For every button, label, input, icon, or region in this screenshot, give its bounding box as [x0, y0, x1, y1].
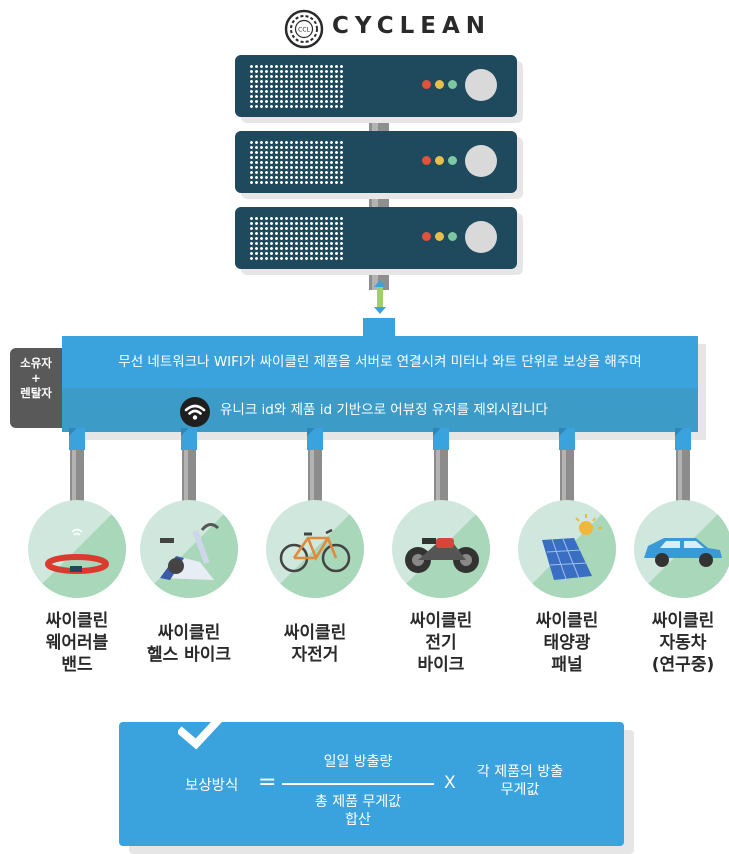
server-vent — [249, 216, 343, 260]
formula-label: 보상방식 — [185, 778, 239, 794]
product-label-wearable: 싸이클린 웨어러블 밴드 — [22, 610, 132, 676]
label-line: 자동차 — [659, 633, 707, 653]
branch-stem-highlight — [184, 440, 188, 506]
label-line: 전기 — [425, 633, 457, 653]
label-line: 헬스 바이크 — [146, 645, 232, 665]
product-label-car: 싸이클린 자동차 (연구중) — [628, 610, 729, 676]
label-line: 싸이클린 — [157, 623, 221, 643]
exercise-bike-icon — [140, 500, 238, 598]
formula-equals: = — [258, 770, 277, 795]
branch-stem-highlight — [436, 440, 440, 506]
data-flow-arrow-icon — [374, 280, 386, 314]
server-rack-1 — [235, 55, 517, 117]
product-label-exercise-bike: 싸이클린 헬스 바이크 — [134, 622, 244, 666]
owner-plus: + — [31, 371, 41, 385]
motorcycle-icon — [392, 500, 490, 598]
label-line: 싸이클린 — [409, 611, 473, 631]
label-line: 싸이클린 — [45, 611, 109, 631]
server-led-yellow — [435, 80, 444, 89]
server-led-red — [422, 232, 431, 241]
branch-pin-icon — [307, 428, 323, 450]
branch-stem-highlight — [72, 440, 76, 506]
server-pole-highlight — [372, 100, 378, 290]
branch-pin-icon — [433, 428, 449, 450]
branch-stem-highlight — [678, 440, 682, 506]
label-line: 자전거 — [291, 645, 339, 665]
banner-description: 무선 네트워크나 WIFI가 싸이클린 제품을 서버로 연결시켜 미터나 와트 … — [118, 354, 642, 370]
banner-connector — [363, 318, 395, 340]
wearable-band-icon — [28, 500, 126, 598]
owner-renter-box: 소유자 + 렌탈자 — [10, 348, 62, 428]
logo-header: CCL CYCLEAN — [0, 0, 729, 60]
car-icon — [634, 500, 729, 598]
label-line: 바이크 — [417, 655, 465, 675]
server-disk-icon — [465, 145, 497, 177]
server-rack-2 — [235, 131, 517, 193]
server-rack-3 — [235, 207, 517, 269]
server-led-green — [448, 156, 457, 165]
label-line: 웨어러블 — [45, 633, 109, 653]
formula-denominator: 총 제품 무게값 합산 — [280, 793, 436, 829]
label-line: 패널 — [551, 655, 583, 675]
solar-panel-icon — [518, 500, 616, 598]
formula-right-term: 각 제품의 방출 무게값 — [464, 763, 576, 799]
renter-label: 렌탈자 — [20, 386, 52, 400]
owner-label: 소유자 — [20, 356, 52, 370]
fraction-bar — [282, 783, 434, 785]
formula-times: X — [444, 773, 456, 793]
label-line: (연구중) — [651, 655, 715, 675]
server-led-red — [422, 156, 431, 165]
right-term-line: 각 제품의 방출 — [476, 764, 564, 780]
branch-pin-icon — [69, 428, 85, 450]
server-led-yellow — [435, 156, 444, 165]
branch-stem-highlight — [310, 440, 314, 506]
server-led-green — [448, 80, 457, 89]
gear-logo-icon: CCL — [284, 9, 324, 49]
banner-shadow-bottom — [70, 432, 706, 440]
server-disk-icon — [465, 69, 497, 101]
banner-shadow — [698, 344, 706, 440]
branch-stem-highlight — [562, 440, 566, 506]
product-label-solar-panel: 싸이클린 태양광 패널 — [512, 610, 622, 676]
server-led-red — [422, 80, 431, 89]
label-line: 밴드 — [61, 655, 93, 675]
branch-pin-icon — [559, 428, 575, 450]
banner-anti-abuse-text: 유니크 id와 제품 id 기반으로 어뷰징 유저를 제외시킵니다 — [220, 402, 548, 418]
denominator-line: 합산 — [345, 812, 371, 828]
logo-icon-text: CCL — [298, 27, 310, 34]
wifi-icon — [180, 397, 210, 427]
brand-name: CYCLEAN — [332, 13, 492, 39]
server-led-yellow — [435, 232, 444, 241]
label-line: 싸이클린 — [651, 611, 715, 631]
banner-bottom — [62, 388, 698, 432]
server-vent — [249, 64, 343, 108]
bicycle-icon — [266, 500, 364, 598]
formula-numerator: 일일 방출량 — [323, 754, 393, 770]
banner-top — [62, 336, 698, 388]
product-label-bicycle: 싸이클린 자전거 — [260, 622, 370, 666]
label-line: 싸이클린 — [535, 611, 599, 631]
server-led-green — [448, 232, 457, 241]
branch-pin-icon — [181, 428, 197, 450]
denominator-line: 총 제품 무게값 — [314, 794, 402, 810]
server-disk-icon — [465, 221, 497, 253]
server-vent — [249, 140, 343, 184]
label-line: 태양광 — [543, 633, 591, 653]
product-label-motorcycle: 싸이클린 전기 바이크 — [386, 610, 496, 676]
right-term-line: 무게값 — [500, 782, 540, 798]
checkmark-icon — [178, 710, 226, 750]
branch-pin-icon — [675, 428, 691, 450]
label-line: 싸이클린 — [283, 623, 347, 643]
